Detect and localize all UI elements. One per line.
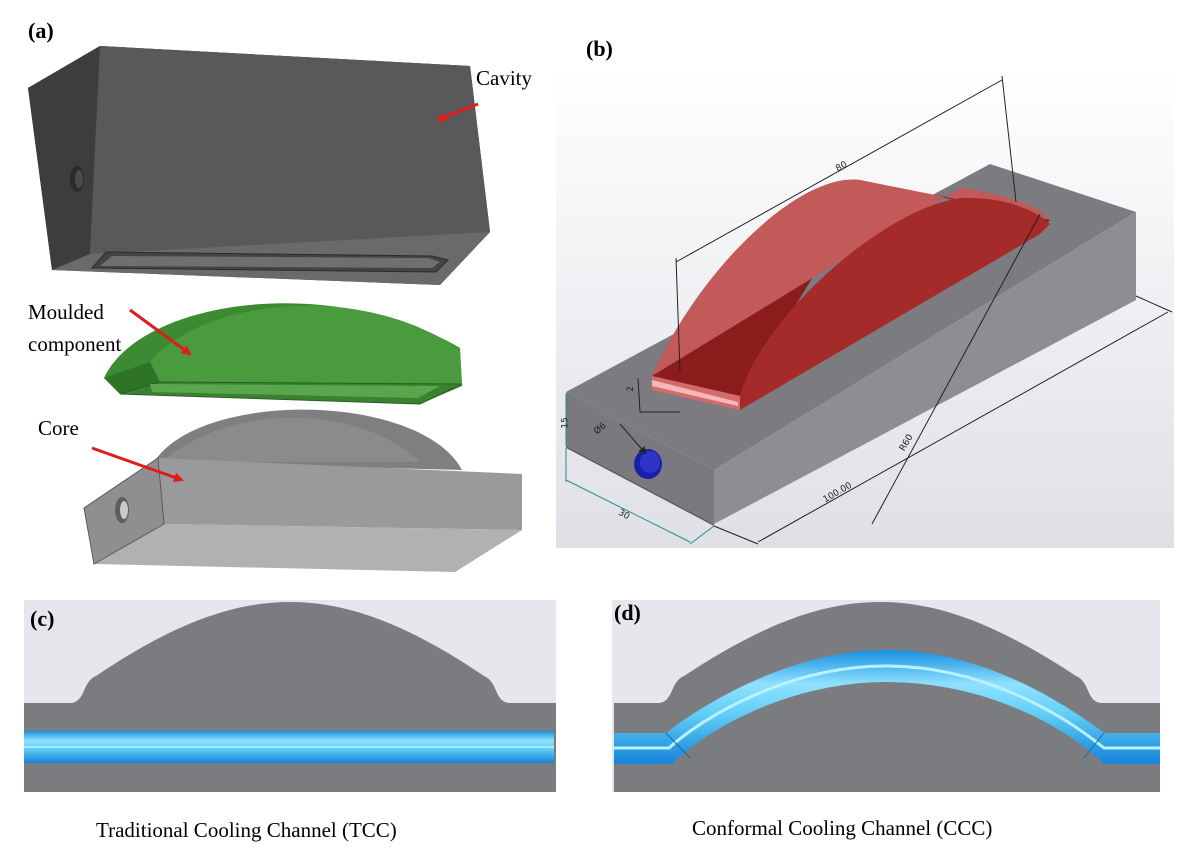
panel-b-label: (b) bbox=[586, 36, 613, 61]
ccc-caption: Conformal Cooling Channel (CCC) bbox=[692, 816, 993, 840]
dim-height: 15 bbox=[560, 417, 571, 429]
cavity-block bbox=[28, 46, 490, 285]
panel-b-diagram bbox=[556, 68, 1174, 548]
panel-d-diagram bbox=[612, 600, 1160, 792]
ccc-channel bbox=[614, 650, 1160, 764]
panel-c-label: (c) bbox=[30, 606, 55, 631]
dim-offset: 2 bbox=[625, 386, 636, 392]
cavity-callout: Cavity bbox=[476, 66, 532, 90]
core-callout: Core bbox=[38, 416, 79, 440]
moulded-callout-line2: component bbox=[28, 332, 122, 356]
core-arrow bbox=[91, 446, 184, 483]
panel-a-label: (a) bbox=[28, 18, 54, 43]
cavity-arrow bbox=[436, 102, 479, 122]
moulded-callout-line1: Moulded bbox=[28, 300, 104, 324]
moulded-arrow bbox=[129, 308, 192, 356]
panel-c-diagram bbox=[24, 600, 556, 792]
moulded-component bbox=[104, 303, 463, 405]
core-block bbox=[83, 409, 522, 572]
panel-a-diagram bbox=[28, 46, 522, 572]
panel-d-label: (d) bbox=[614, 600, 641, 625]
tcc-caption: Traditional Cooling Channel (TCC) bbox=[96, 818, 397, 842]
